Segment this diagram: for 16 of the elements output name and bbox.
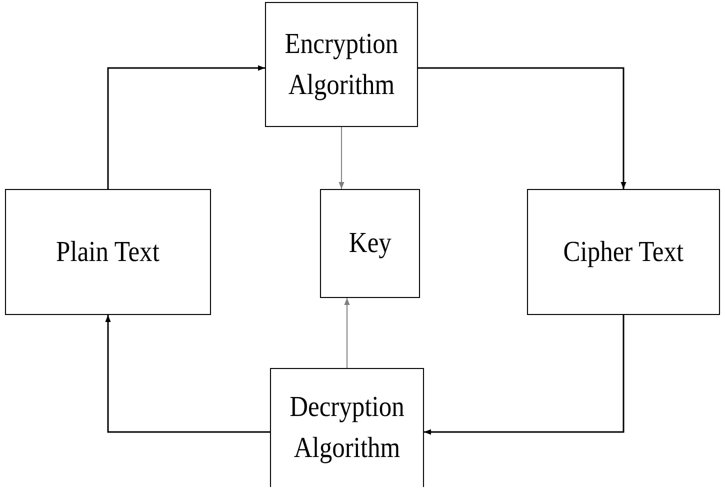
- arrow: [418, 67, 626, 189]
- arrow: [338, 126, 344, 190]
- key-box: [320, 189, 420, 298]
- box-label: Decryption Algorithm: [288, 390, 406, 466]
- process-box: [527, 189, 720, 315]
- arrow: [105, 315, 270, 433]
- algorithm-box: [265, 2, 418, 127]
- box-label: Encryption Algorithm: [284, 26, 400, 102]
- box-label: Cipher Text: [563, 234, 684, 270]
- box-label: Plain Text: [56, 234, 160, 270]
- arrow: [107, 65, 265, 189]
- arrow: [344, 298, 350, 368]
- arrow: [424, 315, 624, 435]
- algorithm-box: [270, 368, 424, 487]
- box-label: Key: [348, 226, 392, 262]
- process-box: [5, 189, 211, 315]
